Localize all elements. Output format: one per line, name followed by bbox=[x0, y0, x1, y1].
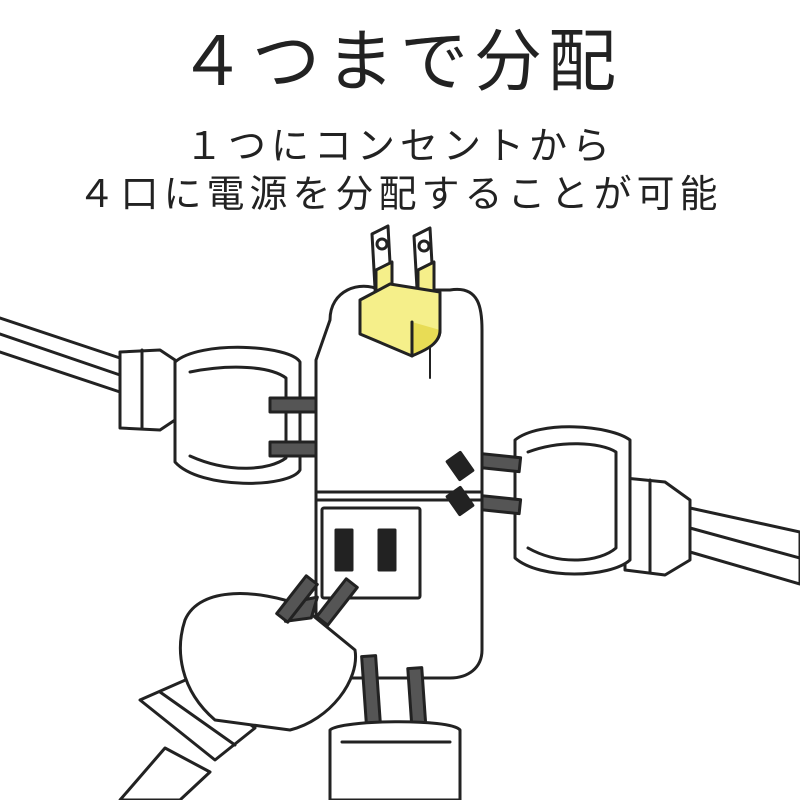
foldout-plug-icon bbox=[358, 224, 442, 358]
bottom-left-plug-icon bbox=[118, 574, 359, 800]
bottom-plug-icon bbox=[328, 654, 462, 800]
subtitle-line-1: １つにコンセントから bbox=[184, 124, 615, 168]
subtitle-line-2: ４口に電源を分配することが可能 bbox=[77, 172, 723, 216]
power-tap-body-icon bbox=[314, 284, 484, 680]
right-cord-plug-icon bbox=[465, 425, 800, 586]
left-cord-plug-icon bbox=[0, 316, 320, 485]
headline-title: ４つまで分配 bbox=[177, 23, 622, 102]
